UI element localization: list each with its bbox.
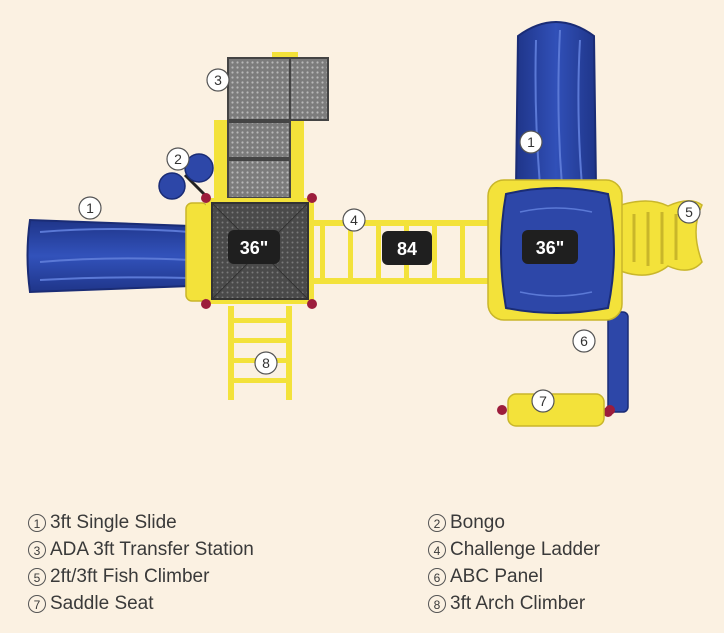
legend-item-4: 4 Challenge Ladder <box>428 539 600 561</box>
bridge-length-label: 84 <box>382 231 432 265</box>
right-deck-height-label: 36" <box>522 230 578 264</box>
legend-item-2: 2 Bongo <box>428 512 505 534</box>
svg-text:1: 1 <box>86 200 94 216</box>
legend-item-6: 6 ABC Panel <box>428 566 543 588</box>
svg-text:1: 1 <box>527 134 535 150</box>
playground-diagram: 36" 84 36" 1 1 2 3 4 5 6 7 8 <box>26 21 703 427</box>
bongo <box>158 153 214 200</box>
callout-1-left-slide: 1 <box>78 196 102 220</box>
svg-text:2: 2 <box>174 151 182 167</box>
callout-7-saddle-seat: 7 <box>531 389 555 413</box>
callout-4-challenge-ladder: 4 <box>342 208 366 232</box>
legend-item-8: 8 3ft Arch Climber <box>428 593 585 615</box>
svg-text:5: 5 <box>685 204 693 220</box>
legend: 1 3ft Single Slide 2 Bongo 3 ADA 3ft Tra… <box>0 512 724 622</box>
legend-item-7: 7 Saddle Seat <box>28 593 154 615</box>
top-slide <box>514 21 598 189</box>
legend-label: 2ft/3ft Fish Climber <box>50 566 210 587</box>
callout-5-fish-climber: 5 <box>677 200 701 224</box>
left-slide <box>26 202 209 302</box>
abc-panel <box>603 311 629 417</box>
transfer-station <box>214 52 329 200</box>
callout-1-top-slide: 1 <box>519 130 543 154</box>
legend-label: Bongo <box>450 512 505 533</box>
legend-label: Challenge Ladder <box>450 539 601 560</box>
callout-6-abc-panel: 6 <box>572 329 596 353</box>
legend-label: Saddle Seat <box>50 593 154 614</box>
callout-3-transfer-station: 3 <box>206 68 230 92</box>
left-deck-height-label: 36" <box>228 230 280 264</box>
left-deck <box>201 193 317 309</box>
legend-item-3: 3 ADA 3ft Transfer Station <box>28 539 254 561</box>
legend-label: 3ft Arch Climber <box>450 593 586 614</box>
arch-climber <box>228 306 292 400</box>
callout-8-arch-climber: 8 <box>254 351 278 375</box>
svg-text:6: 6 <box>580 333 588 349</box>
saddle-seat <box>497 393 615 427</box>
legend-item-5: 5 2ft/3ft Fish Climber <box>28 566 209 588</box>
svg-text:36": 36" <box>536 238 565 258</box>
svg-text:3: 3 <box>214 72 222 88</box>
svg-text:4: 4 <box>350 212 358 228</box>
legend-label: ADA 3ft Transfer Station <box>50 539 254 560</box>
legend-label: 3ft Single Slide <box>50 512 177 533</box>
svg-text:8: 8 <box>262 355 270 371</box>
legend-label: ABC Panel <box>450 566 543 587</box>
callout-2-bongo: 2 <box>166 147 190 171</box>
svg-text:84: 84 <box>397 239 417 259</box>
svg-text:36": 36" <box>240 238 269 258</box>
legend-item-1: 1 3ft Single Slide <box>28 512 177 534</box>
svg-text:7: 7 <box>539 393 547 409</box>
